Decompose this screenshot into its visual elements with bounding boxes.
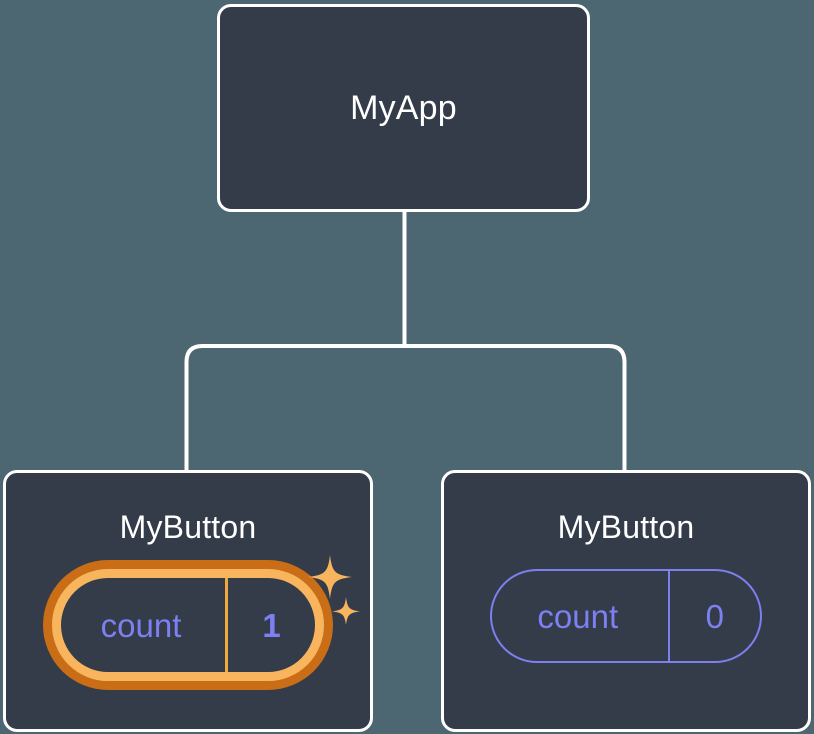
node-root-myapp[interactable]: MyApp — [217, 4, 590, 212]
node-child-left-title: MyButton — [119, 509, 257, 545]
node-root-title: MyApp — [350, 89, 457, 127]
connector-branch — [184, 344, 627, 470]
state-pill-right[interactable]: count 0 — [490, 569, 762, 663]
node-child-mybutton-left[interactable]: MyButton count 1 — [3, 470, 373, 732]
state-key-left: count — [100, 606, 182, 644]
state-pill-wrapper-right: count 0 — [444, 569, 808, 663]
state-value-left: 1 — [225, 578, 315, 672]
state-pill-left-highlighted[interactable]: count 1 — [52, 569, 324, 681]
node-child-right-title: MyButton — [557, 509, 695, 545]
sparkle-small-icon — [332, 597, 360, 625]
state-key-right: count — [537, 597, 619, 635]
node-child-mybutton-right[interactable]: MyButton count 0 — [441, 470, 811, 732]
state-pill-wrapper-left: count 1 — [6, 555, 370, 681]
state-value-right: 0 — [667, 571, 760, 661]
